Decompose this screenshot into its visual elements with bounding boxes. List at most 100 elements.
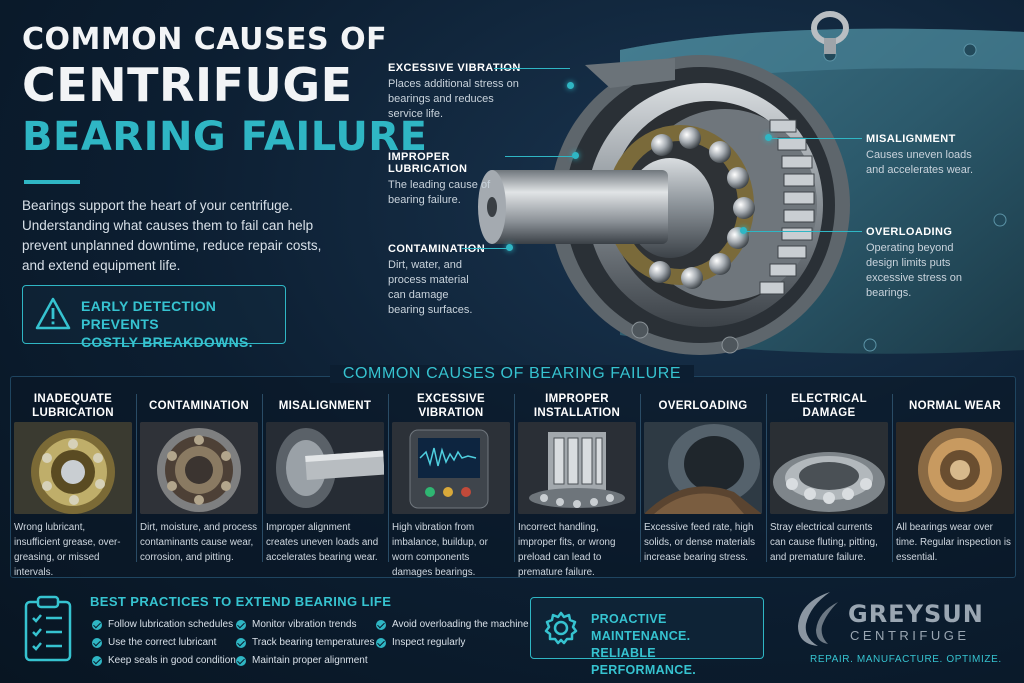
best-practice-item: Use the correct lubricant [108, 637, 217, 648]
annotation-title: IMPROPER LUBRICATION [388, 151, 468, 175]
proactive-maintenance-callout: PROACTIVE MAINTENANCE. RELIABLE PERFORMA… [530, 597, 764, 677]
cause-description: Wrong lubricant, insufficient grease, ov… [14, 522, 121, 578]
best-practice-item: Avoid overloading the machine [392, 619, 529, 630]
brand-name: GREYSUN [848, 600, 984, 628]
annotation-text: The leading cause of bearing failure. [388, 179, 491, 206]
cause-description: Improper alignment creates uneven loads … [266, 522, 379, 563]
worn-bearing-image [896, 422, 1014, 514]
promo-line-1: PROACTIVE MAINTENANCE. [591, 612, 691, 643]
cause-card-normal-wear: NORMAL WEAR All bearings wear over time.… [892, 384, 1018, 570]
cause-title: NORMAL WEAR [909, 400, 1001, 412]
check-icon [92, 638, 102, 648]
check-icon [376, 638, 386, 648]
overloaded-bowl-image [644, 422, 762, 514]
annotation-improper-lubrication: IMPROPER LUBRICATION The leading cause o… [388, 151, 528, 208]
alert-line-2: COSTLY BREAKDOWNS. [81, 334, 253, 350]
cause-description: Incorrect handling, improper fits, or wr… [518, 522, 616, 578]
leader-line [494, 68, 570, 69]
leader-line [770, 138, 862, 139]
card-divider [766, 394, 767, 562]
leader-line [505, 156, 575, 157]
leader-line [462, 248, 508, 249]
callout-dot [740, 227, 747, 234]
cause-title: MISALIGNMENT [278, 400, 372, 412]
check-icon [92, 620, 102, 630]
card-divider [640, 394, 641, 562]
best-practice-item: Track bearing temperatures [252, 637, 375, 648]
cause-card-improper-installation: IMPROPER INSTALLATION Incorrect handling… [514, 384, 640, 578]
brand-subname: CENTRIFUGE [850, 628, 970, 643]
cause-description: Dirt, moisture, and process contaminants… [140, 522, 258, 563]
card-divider [388, 394, 389, 562]
annotation-overloading: OVERLOADING Operating beyond design limi… [866, 226, 976, 301]
annotation-excessive-vibration: EXCESSIVE VIBRATION Places additional st… [388, 62, 528, 122]
annotation-misalignment: MISALIGNMENT Causes uneven loads and acc… [866, 133, 976, 178]
callout-dot [506, 244, 513, 251]
best-practices-title: BEST PRACTICES TO EXTEND BEARING LIFE [90, 594, 392, 609]
cause-title: ELECTRICAL DAMAGE [791, 393, 867, 419]
cause-card-misalignment: MISALIGNMENT Improper alignment creates … [262, 384, 388, 570]
card-divider [136, 394, 137, 562]
intro-paragraph: Bearings support the heart of your centr… [22, 198, 322, 273]
best-practice-item: Maintain proper alignment [252, 655, 368, 666]
centrifuge-bearing-cutaway-illustration [478, 11, 1024, 355]
best-practice-item: Keep seals in good condition [108, 655, 236, 666]
alert-line-1: EARLY DETECTION PREVENTS [81, 298, 217, 332]
brand-tagline: REPAIR. MANUFACTURE. OPTIMIZE. [810, 654, 1002, 665]
warning-triangle-icon [35, 297, 71, 330]
annotation-title: OVERLOADING [866, 226, 953, 238]
cause-title: EXCESSIVE VIBRATION [417, 393, 485, 419]
bearing-installation-image [518, 422, 636, 514]
promo-line-2: RELIABLE PERFORMANCE. [591, 646, 696, 677]
card-divider [514, 394, 515, 562]
cause-card-electrical-damage: ELECTRICAL DAMAGE Stray electrical curre… [766, 384, 892, 570]
cause-card-inadequate-lubrication: INADEQUATE LUBRICATION Wrong lubricant, … [10, 384, 136, 578]
cause-title: CONTAMINATION [149, 400, 249, 412]
check-icon [236, 620, 246, 630]
clipboard-checklist-icon [24, 595, 72, 662]
annotation-title: CONTAMINATION [388, 243, 486, 255]
annotation-title: EXCESSIVE VIBRATION [388, 62, 521, 74]
title-underline [24, 180, 80, 184]
cause-card-overloading: OVERLOADING Excessive feed rate, high so… [640, 384, 766, 570]
annotation-text: Places additional stress on bearings and… [388, 78, 519, 120]
card-divider [262, 394, 263, 562]
title-line-1: COMMON CAUSES OF [22, 22, 388, 57]
annotation-title: MISALIGNMENT [866, 133, 956, 145]
title-line-2: CENTRIFUGE [22, 58, 353, 112]
callout-dot [567, 82, 574, 89]
card-divider [892, 394, 893, 562]
annotation-text: Causes uneven loads and accelerates wear… [866, 149, 974, 176]
cause-description: High vibration from imbalance, buildup, … [392, 522, 488, 578]
causes-heading: COMMON CAUSES OF BEARING FAILURE [330, 365, 694, 383]
callout-dot [572, 152, 579, 159]
annotation-contamination: CONTAMINATION Dirt, water, and process m… [388, 243, 488, 318]
early-detection-text: EARLY DETECTION PREVENTS COSTLY BREAKDOW… [81, 297, 285, 351]
annotation-text: Dirt, water, and process material can da… [388, 259, 473, 316]
check-icon [236, 656, 246, 666]
cause-card-excessive-vibration: EXCESSIVE VIBRATION High vibration from … [388, 384, 514, 578]
leader-line [745, 231, 862, 232]
callout-dot [765, 134, 772, 141]
cause-description: Stray electrical currents can cause flut… [770, 522, 878, 563]
check-icon [376, 620, 386, 630]
annotation-text: Operating beyond design limits puts exce… [866, 242, 962, 299]
cause-description: Excessive feed rate, high solids, or den… [644, 522, 756, 563]
fluted-bearing-image [770, 422, 888, 514]
greysun-logo-swirl-icon [798, 592, 838, 646]
title-line-3: BEARING FAILURE [22, 114, 428, 160]
contaminated-bearing-image [140, 422, 258, 514]
misaligned-shaft-image [266, 422, 384, 514]
cause-description: All bearings wear over time. Regular ins… [896, 522, 1011, 563]
cause-title: OVERLOADING [658, 400, 748, 412]
vibration-analyzer-image [392, 422, 510, 514]
gear-icon [544, 611, 578, 645]
cause-card-contamination: CONTAMINATION Dirt, moisture, and proces… [136, 384, 262, 570]
hero-section: COMMON CAUSES OF CENTRIFUGE BEARING FAIL… [22, 11, 1024, 355]
best-practice-item: Monitor vibration trends [252, 619, 357, 630]
cause-title: IMPROPER INSTALLATION [533, 393, 621, 419]
promo-text: PROACTIVE MAINTENANCE. RELIABLE PERFORMA… [591, 611, 763, 679]
greasy-bearing-image [14, 422, 132, 514]
early-detection-callout: EARLY DETECTION PREVENTS COSTLY BREAKDOW… [22, 285, 286, 350]
